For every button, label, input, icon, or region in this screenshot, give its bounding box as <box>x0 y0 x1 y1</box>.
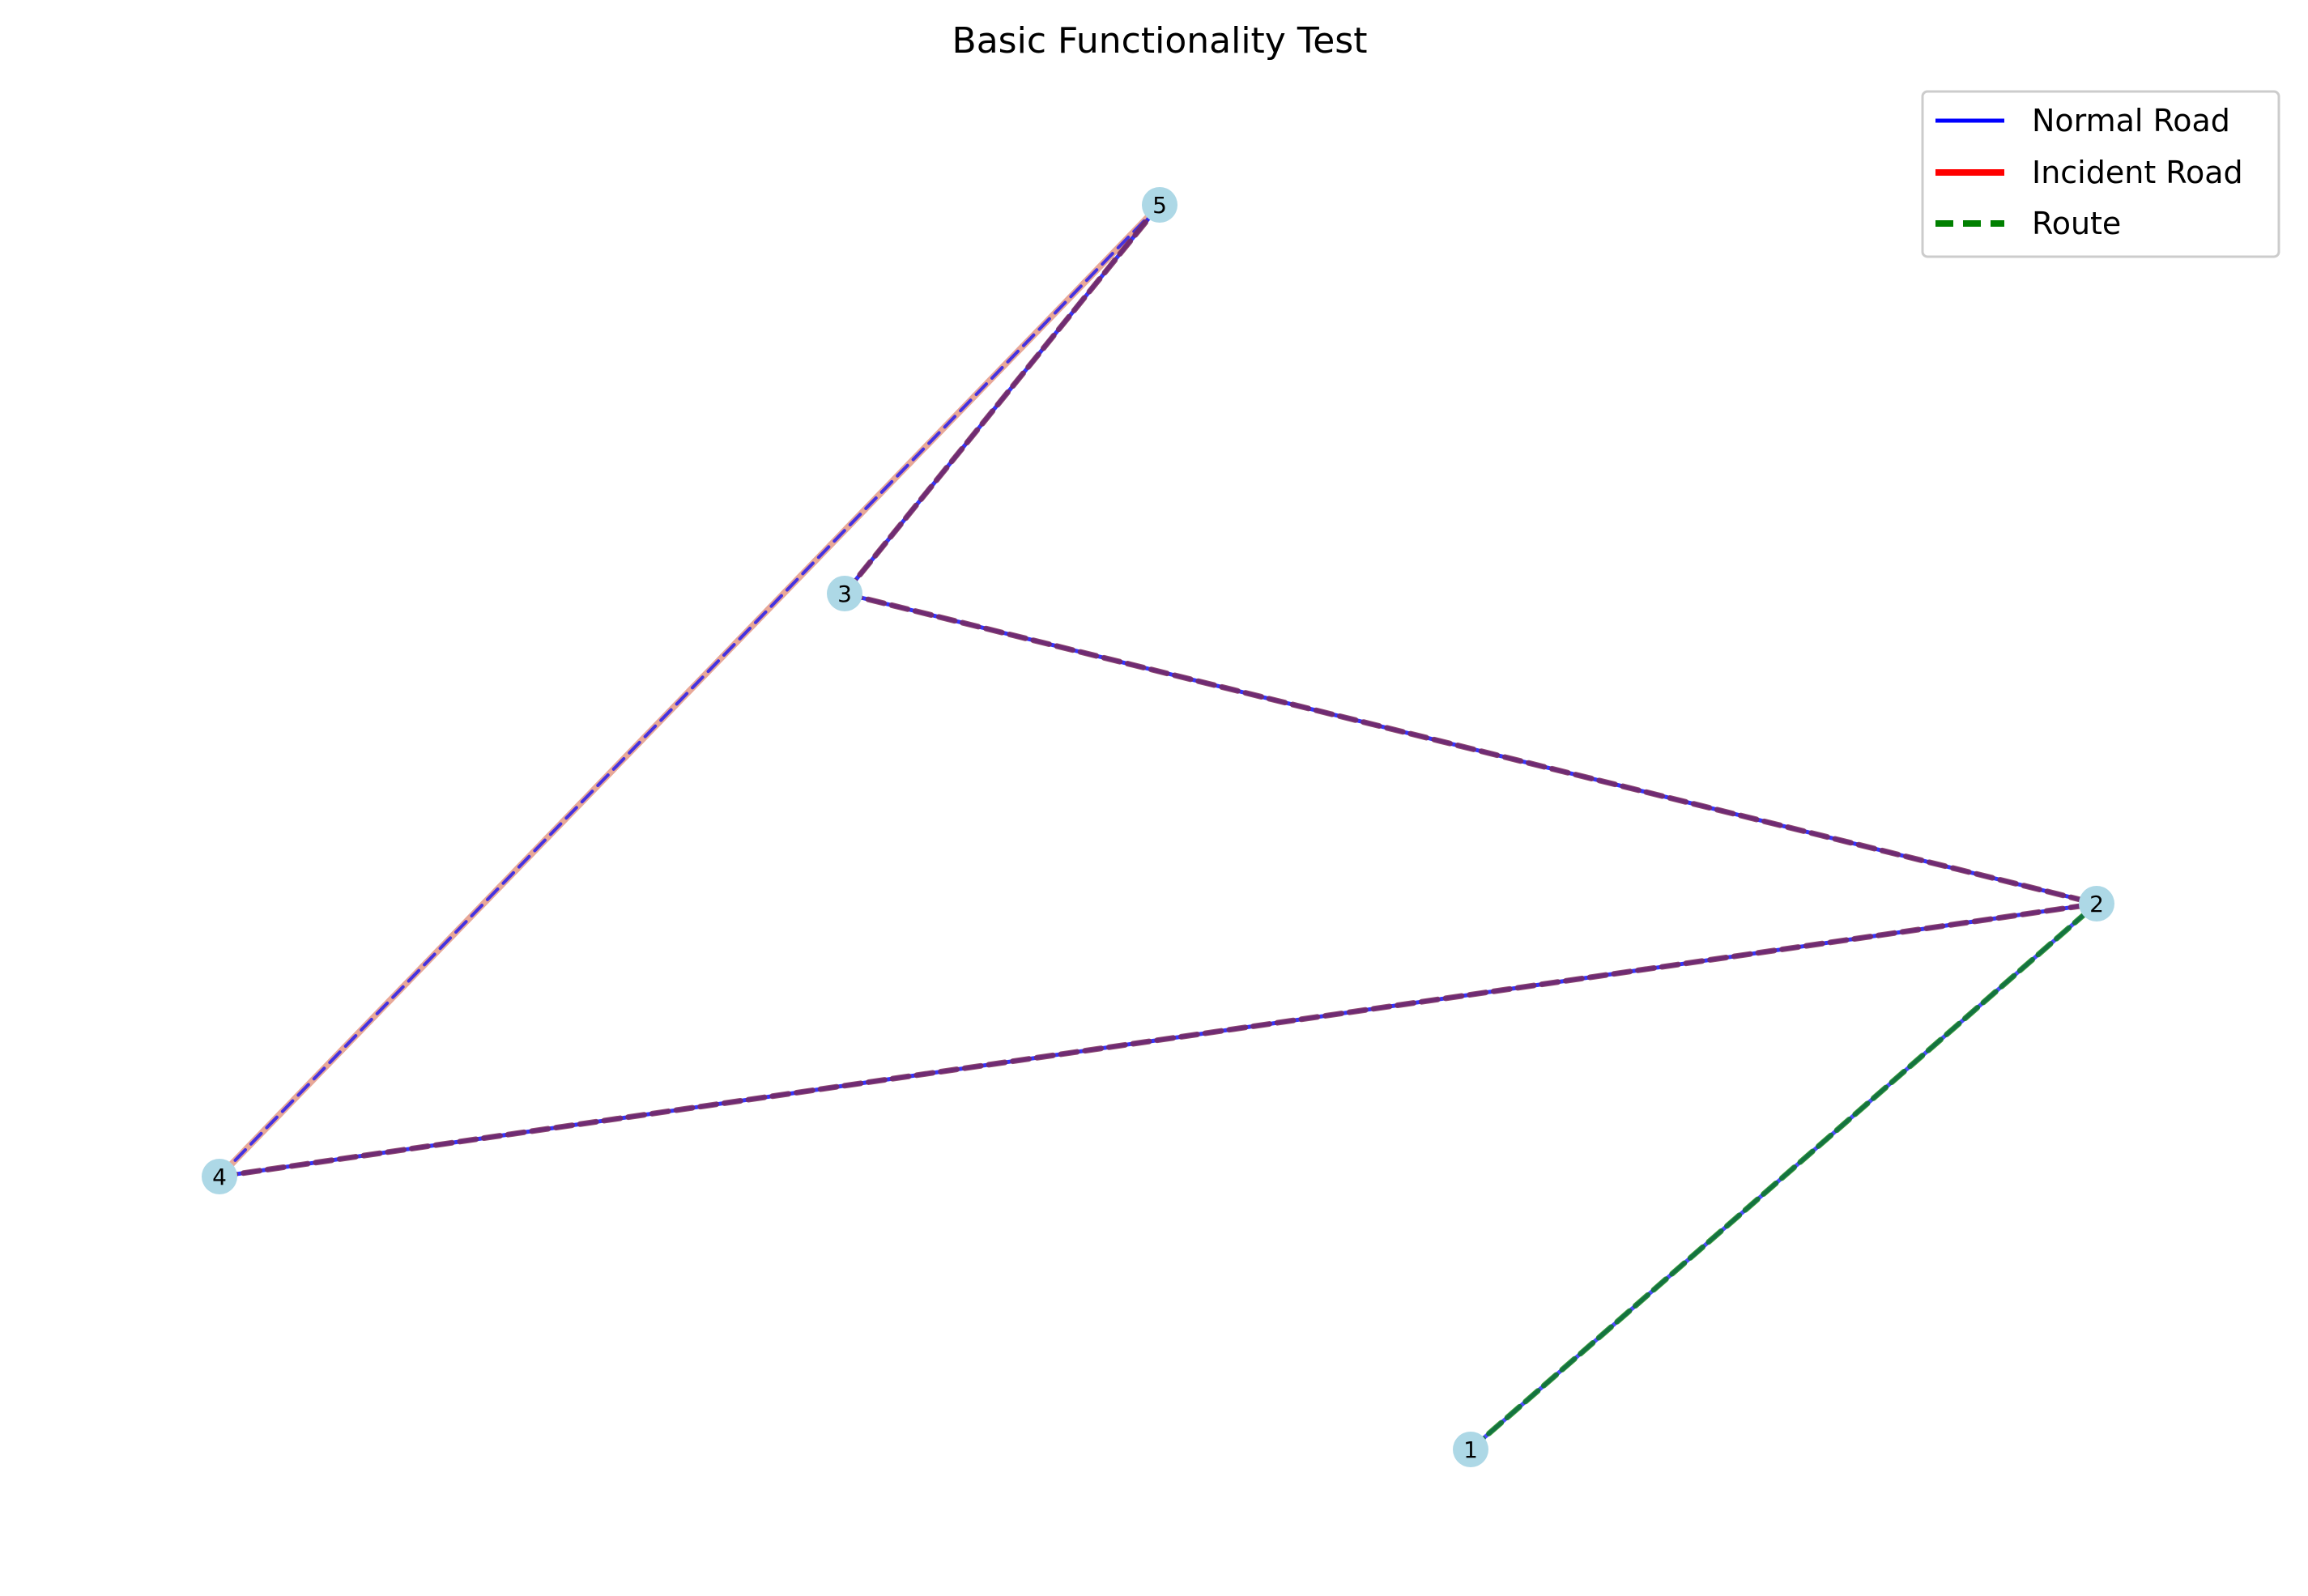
edge-route-stroke <box>841 590 2100 907</box>
node-label: 4 <box>212 1164 227 1190</box>
edge-route-stroke <box>1467 900 2100 1453</box>
edge-route-stroke <box>216 900 2100 1180</box>
node-label: 2 <box>2089 891 2104 917</box>
edges-layer <box>216 202 2100 1453</box>
node-marker <box>202 1159 237 1194</box>
node-5: 5 <box>1142 187 1177 223</box>
edge-route-stroke <box>841 202 1163 597</box>
node-label: 5 <box>1152 192 1167 219</box>
node-marker <box>1142 187 1177 223</box>
legend: Normal Road Incident Road Route <box>1921 90 2280 258</box>
node-label: 3 <box>837 581 852 607</box>
edge-3-5 <box>841 202 1163 597</box>
node-3: 3 <box>827 576 862 611</box>
nodes-layer: 1 2 3 4 5 <box>202 187 2114 1467</box>
edge-normal-stroke <box>218 203 1161 1178</box>
legend-normal-road-label: Normal Road <box>2032 103 2230 138</box>
node-marker <box>1453 1432 1488 1467</box>
node-4: 4 <box>202 1159 237 1194</box>
legend-incident-road-label: Incident Road <box>2032 155 2243 190</box>
node-1: 1 <box>1453 1432 1488 1467</box>
legend-route-label: Route <box>2032 206 2121 241</box>
node-marker <box>2079 886 2114 921</box>
node-label: 1 <box>1463 1436 1478 1463</box>
edge-4-2 <box>216 900 2100 1180</box>
edge-3-2 <box>841 590 2100 907</box>
edge-4-5 <box>216 202 1163 1180</box>
legend-frame <box>1921 90 2280 258</box>
edge-1-2 <box>1467 900 2100 1453</box>
node-marker <box>827 576 862 611</box>
figure-title: Basic Functionality Test <box>952 20 1368 62</box>
node-2: 2 <box>2079 886 2114 921</box>
